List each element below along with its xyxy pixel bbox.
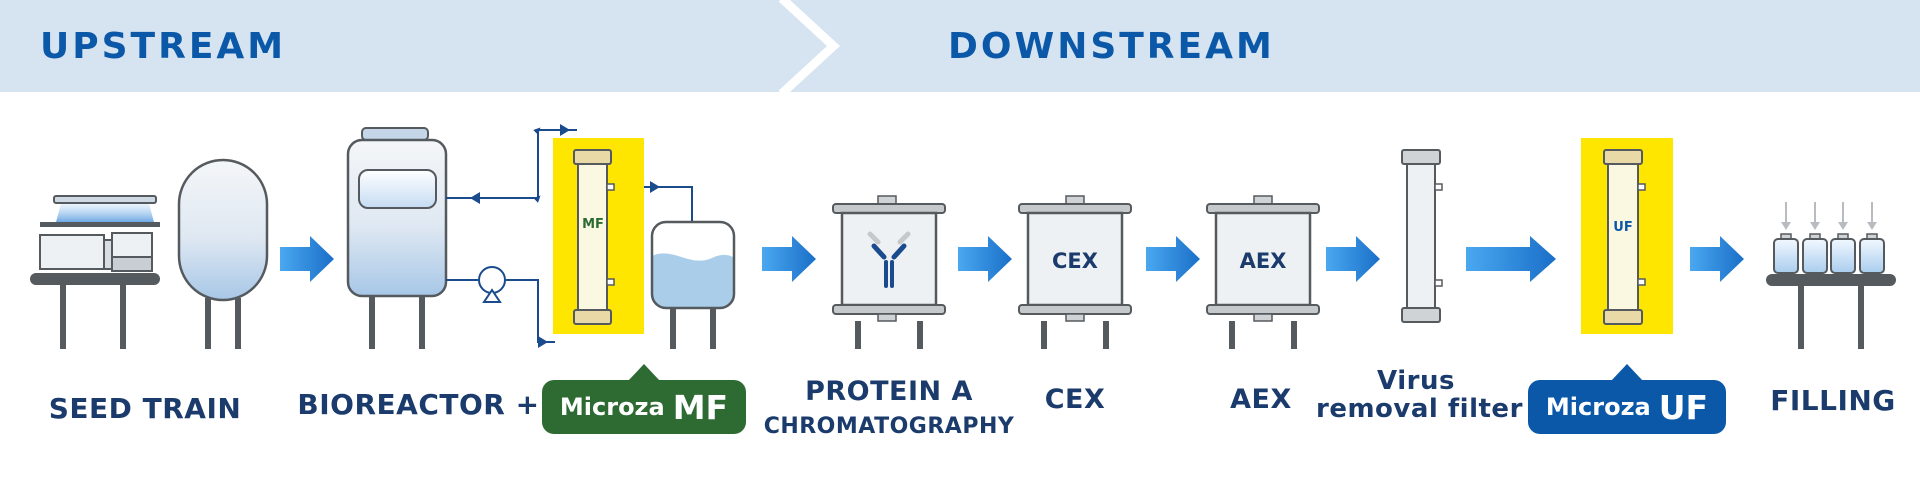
downstream-title: DOWNSTREAM [948,26,1275,67]
aex-column-label: AEX [1240,249,1287,273]
badge-pointer [628,364,660,381]
mf-module [553,138,644,334]
seed-train-bench [30,195,160,349]
upstream-title: UPSTREAM [40,26,286,67]
vial-icon [1802,202,1828,274]
badge-code: MF [672,387,729,427]
banner-chevron [778,0,833,94]
mf-module-label: MF [582,217,604,232]
step-label-bioreactor: BIOREACTOR + [297,388,540,421]
step-label-aex: AEX [1230,384,1292,415]
vial-icon [1859,202,1885,274]
step-label-seed-train: SEED TRAIN [48,392,242,425]
step-label-cex: CEX [1044,384,1106,415]
microza-uf-badge: Microza UF [1528,364,1726,434]
step-label-virus-sub: removal filter [1316,394,1523,424]
step-label-protein-a: PROTEIN A [805,376,973,407]
harvest-tank [650,220,736,349]
flow-arrow [1466,236,1556,282]
flow-arrow [958,236,1012,282]
filling-station [1766,202,1896,349]
pump-icon [478,266,506,303]
virus-filter-cartridge [1401,149,1443,323]
badge-brand: Microza [559,393,665,421]
aex-column [1206,195,1320,349]
flow-arrow [1146,236,1200,282]
vial-icon [1773,202,1799,274]
cex-column [1018,195,1132,349]
step-label-filling: FILLING [1770,384,1896,417]
badge-code: UF [1658,387,1709,427]
antibody-icon [867,231,911,288]
uf-module-label: UF [1613,220,1632,235]
flow-arrow [762,236,816,282]
step-label-protein-a-sub: CHROMATOGRAPHY [763,414,1015,439]
flow-arrow [1326,236,1380,282]
upstream-banner [0,0,830,92]
vial-icon [1830,202,1856,274]
flow-arrow [280,236,334,282]
seed-train-vessel [177,158,269,349]
badge-pointer [1611,364,1643,381]
uf-module [1581,138,1673,334]
step-label-virus: Virus [1377,366,1455,396]
badge-brand: Microza [1545,393,1651,421]
recirculation-loop [446,124,693,348]
cex-column-label: CEX [1052,249,1098,273]
flow-arrow [1690,236,1744,282]
process-arrows [280,236,1744,282]
header-band [0,0,1920,94]
bioreactor [346,127,448,349]
microza-mf-badge: Microza MF [542,364,746,434]
protein-a-column [832,195,946,349]
downstream-banner [790,0,1920,92]
